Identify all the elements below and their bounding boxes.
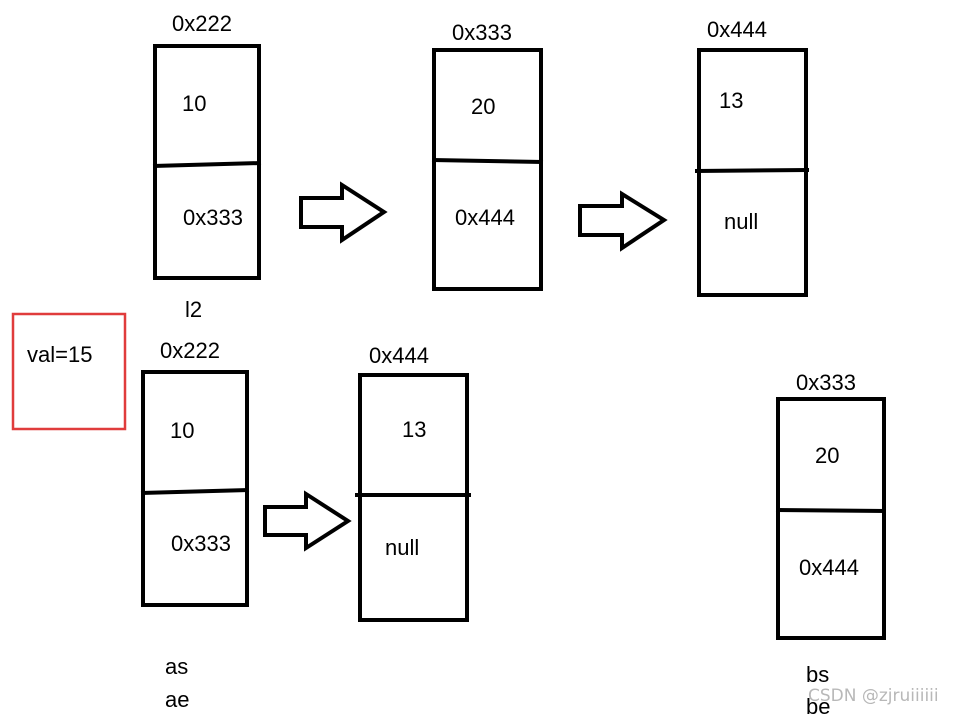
node-value: 20 (815, 443, 839, 468)
node-divider (775, 508, 887, 513)
pointer-label-bs: bs (806, 662, 829, 687)
node-address: 0x222 (172, 11, 232, 36)
top-node-0x444: 0x444 13 null (694, 17, 810, 297)
node-box (432, 48, 543, 291)
bottom-node-b-0x333: 0x333 20 0x444 (775, 370, 887, 640)
next-arrow (578, 190, 668, 252)
node-value: 20 (471, 94, 495, 119)
node-divider (152, 161, 262, 168)
bottom-node-a-0x222: 0x222 10 0x333 (140, 338, 250, 607)
node-value: 13 (402, 417, 426, 442)
node-value: 13 (719, 88, 743, 113)
node-divider (431, 158, 544, 164)
node-next: null (724, 209, 758, 234)
node-next: null (385, 535, 419, 560)
pointer-label-ae: ae (165, 687, 189, 712)
pointer-label-l2: l2 (185, 297, 202, 322)
node-address: 0x333 (796, 370, 856, 395)
node-address: 0x333 (452, 20, 512, 45)
node-value: 10 (182, 91, 206, 116)
node-next: 0x444 (455, 205, 515, 230)
node-divider (694, 168, 810, 173)
node-divider (140, 488, 250, 495)
node-next: 0x333 (171, 531, 231, 556)
val-text: val=15 (27, 342, 92, 367)
watermark-text: CSDN @zjruiiiiii (808, 686, 939, 706)
node-next: 0x444 (799, 555, 859, 580)
node-next: 0x333 (183, 205, 243, 230)
node-box (776, 397, 886, 640)
node-address: 0x444 (707, 17, 767, 42)
pointer-label-as: as (165, 654, 188, 679)
node-value: 10 (170, 418, 194, 443)
top-node-0x222: 0x222 10 0x333 (152, 11, 262, 280)
top-node-0x333: 0x333 20 0x444 (431, 20, 544, 291)
val-highlight-box: val=15 (11, 312, 127, 431)
node-address: 0x222 (160, 338, 220, 363)
pointer-label-be: be (806, 694, 830, 717)
bottom-node-a-0x444: 0x444 13 null (355, 343, 471, 622)
node-address: 0x444 (369, 343, 429, 368)
highlight-rect (11, 312, 127, 431)
next-arrow (263, 490, 352, 552)
node-box (358, 373, 469, 622)
next-arrow (299, 181, 388, 244)
